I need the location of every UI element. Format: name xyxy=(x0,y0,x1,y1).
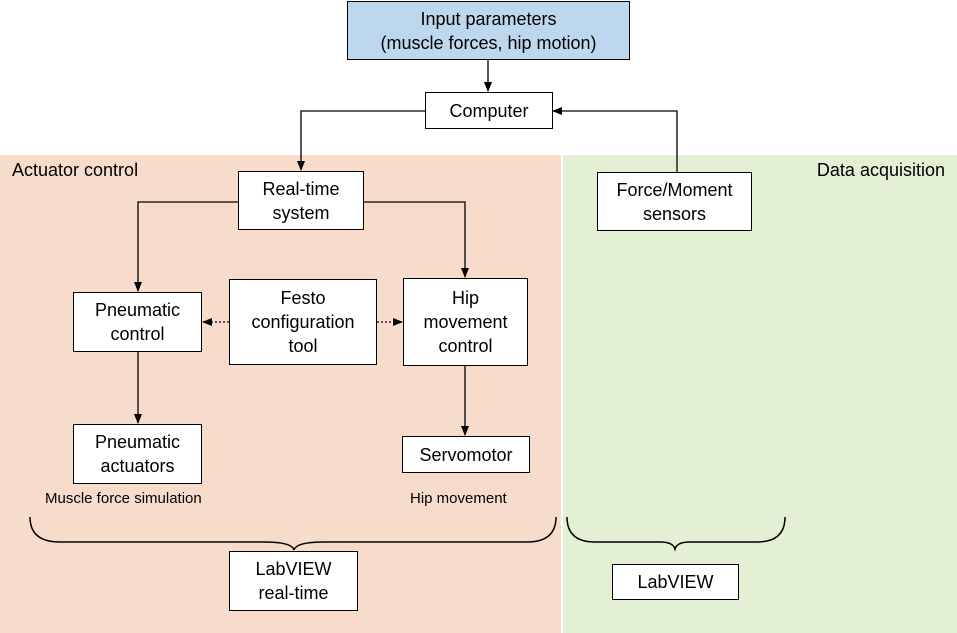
computer-box: Computer xyxy=(425,92,553,129)
realtime-system-box: Real-time system xyxy=(238,171,364,230)
festo-line-2: configuration xyxy=(251,312,355,332)
labview-rt-line-1: LabVIEW xyxy=(255,559,332,579)
actuators-line-2: actuators xyxy=(100,456,175,476)
brace-actuator xyxy=(29,516,557,551)
sensors-line-2: sensors xyxy=(642,203,707,224)
hip-control-line-1: Hip xyxy=(451,288,479,308)
computer-label: Computer xyxy=(449,100,529,121)
realtime-line-2: system xyxy=(272,202,330,223)
data-acquisition-panel xyxy=(563,155,957,633)
actuators-line-1: Pneumatic xyxy=(94,432,181,452)
arrow-realtime-to-hip-control xyxy=(364,201,469,278)
pneumatic-control-line-2: control xyxy=(110,324,165,344)
pneumatic-actuators-box: Pneumatic actuators xyxy=(73,424,202,484)
hip-movement-control-box: Hip movement control xyxy=(403,278,528,366)
festo-configuration-tool-box: Festo configuration tool xyxy=(229,279,377,365)
labview-box: LabVIEW xyxy=(612,564,739,600)
pneumatic-control-box: Pneumatic control xyxy=(73,292,202,352)
arrow-computer-to-realtime xyxy=(297,110,425,171)
input-line-1: Input parameters xyxy=(420,8,557,29)
sensors-line-1: Force/Moment xyxy=(616,179,733,200)
arrow-sensors-to-computer xyxy=(552,107,678,172)
muscle-force-simulation-caption: Muscle force simulation xyxy=(45,490,202,507)
pneumatic-control-line-1: Pneumatic xyxy=(94,300,181,320)
arrow-realtime-to-pneumatic-control xyxy=(134,201,238,292)
servomotor-box: Servomotor xyxy=(402,436,530,473)
hip-control-line-2: movement xyxy=(423,312,508,332)
realtime-line-1: Real-time xyxy=(262,178,340,199)
input-line-2: (muscle forces, hip motion) xyxy=(380,32,597,53)
brace-acquisition xyxy=(566,516,786,552)
hip-movement-caption: Hip movement xyxy=(410,490,507,507)
force-moment-sensors-box: Force/Moment sensors xyxy=(597,172,752,231)
data-acquisition-label: Data acquisition xyxy=(816,160,945,180)
festo-line-1: Festo xyxy=(280,288,326,308)
labview-realtime-box: LabVIEW real-time xyxy=(229,551,358,611)
actuator-control-label: Actuator control xyxy=(12,160,139,180)
input-parameters-box: Input parameters (muscle forces, hip mot… xyxy=(347,1,630,60)
labview-label: LabVIEW xyxy=(637,572,714,592)
festo-line-3: tool xyxy=(288,336,318,356)
hip-control-line-3: control xyxy=(438,336,493,356)
servomotor-label: Servomotor xyxy=(419,444,513,465)
labview-rt-line-2: real-time xyxy=(258,583,329,603)
